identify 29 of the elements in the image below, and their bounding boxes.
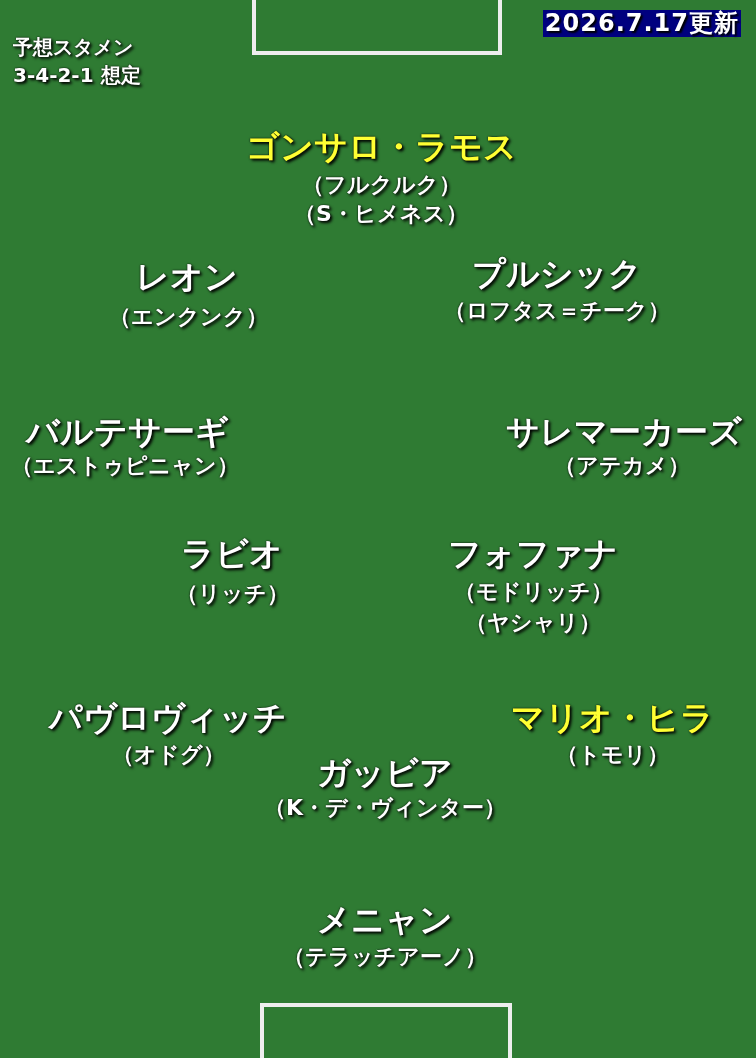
goal-area-line [260, 1003, 512, 1058]
player-name: パヴロヴィッチ [49, 699, 287, 737]
player-name: レオン [136, 258, 238, 296]
substitute-name: （フルクルク） [301, 172, 461, 198]
substitute-name: （モドリッチ） [453, 579, 613, 605]
substitute-name: （K・デ・ヴィンター） [263, 795, 507, 821]
goal-area-line [252, 0, 502, 55]
substitute-name: （ロフタス＝チーク） [444, 298, 670, 324]
player-name: マリオ・ヒラ [510, 699, 714, 737]
substitute-name: （ヤシャリ） [465, 610, 601, 636]
substitute-name: （オドグ） [111, 742, 225, 768]
player-name: ラビオ [181, 535, 283, 573]
substitute-name: （テラッチアーノ） [283, 944, 487, 970]
player-name: バルテサーギ [25, 413, 229, 451]
substitute-name: （トモリ） [555, 742, 669, 768]
player-name: ガッビア [317, 754, 453, 792]
date-badge: 2026.7.17更新 [542, 10, 741, 37]
player-name: サレマーカーズ [506, 413, 742, 451]
formation-label: 3-4-2-1 想定 [13, 64, 141, 86]
substitute-name: （アテカメ） [554, 453, 690, 479]
substitute-name: （エンクンク） [108, 304, 268, 330]
player-name: ゴンサロ・ラモス [245, 128, 517, 166]
substitute-name: （リッチ） [175, 581, 289, 607]
substitute-name: （エストゥピニャン） [11, 453, 239, 479]
player-name: メニャン [317, 901, 453, 939]
player-name: プルシック [472, 255, 642, 293]
substitute-name: （S・ヒメネス） [294, 201, 468, 227]
player-name: フォファナ [448, 535, 618, 573]
lineup-title: 予想スタメン [13, 36, 133, 58]
